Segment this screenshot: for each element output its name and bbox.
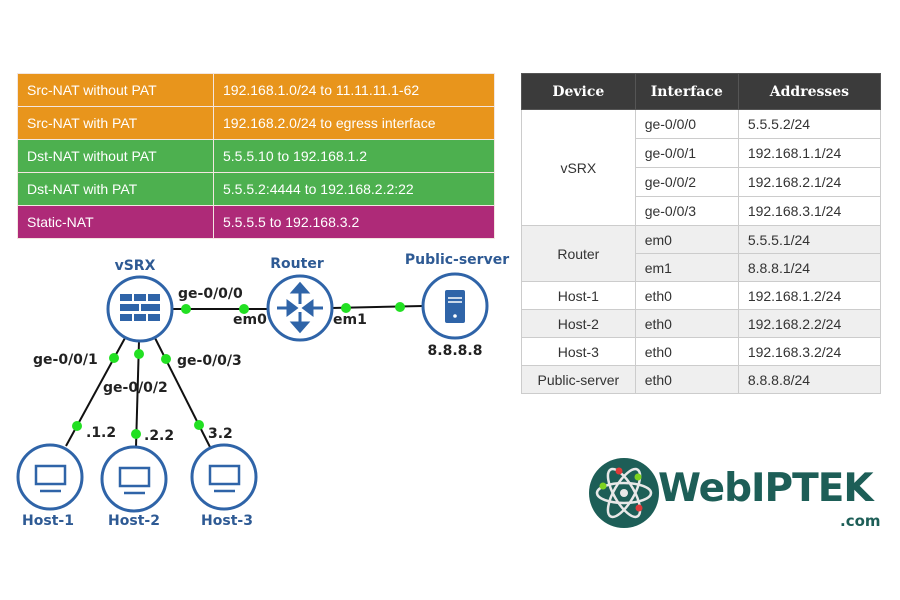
interface-cell: ge-0/0/3 [634,196,739,226]
address-cell: 5.5.5.2/24 [737,109,882,139]
address-cell: 192.168.2.1/24 [737,167,882,197]
port-label: ge-0/0/0 [178,286,243,302]
nat-type-cell: Src-NAT without PAT [17,73,214,107]
address-cell: 8.8.8.8/24 [737,365,882,394]
interface-cell: em1 [634,253,739,282]
interface-cell: eth0 [634,281,739,310]
device-cell: Public-server [521,365,636,394]
vsrx-label: vSRX [115,258,156,274]
server-label: Public-server [405,252,509,268]
brand-logo-text: WebIPTEK [658,466,874,511]
port-label: em0 [233,312,267,328]
header-device: Device [521,73,636,110]
monitor-icon [208,464,241,493]
header-interface: Interface [634,73,739,110]
port-label: ge-0/0/2 [103,380,168,396]
router-node[interactable] [266,274,334,342]
device-cell: vSRX [521,109,636,226]
host1-node[interactable] [16,443,84,511]
nat-mapping-cell: 5.5.5.2:4444 to 192.168.2.2:22 [213,172,495,206]
port-label: em1 [333,312,367,328]
interface-cell: ge-0/0/1 [634,138,739,168]
host1-label: Host-1 [22,513,74,529]
device-cell: Host-2 [521,309,636,338]
header-addresses: Addresses [737,73,882,110]
firewall-icon [120,294,160,321]
nat-mapping-cell: 192.168.2.0/24 to egress interface [213,106,495,140]
monitor-icon [34,464,67,493]
address-cell: 192.168.1.2/24 [737,281,882,310]
interface-cell: eth0 [634,337,739,366]
atom-logo-icon [589,458,659,528]
nat-type-cell: Static-NAT [17,205,214,239]
monitor-icon [118,466,151,495]
vsrx-node[interactable] [106,275,174,343]
host2-label: Host-2 [108,513,160,529]
interface-cell: em0 [634,225,739,254]
server-ip-label: 8.8.8.8 [428,343,483,359]
host3-label: Host-3 [201,513,253,529]
port-label: .1.2 [86,425,116,441]
router-icon [277,281,323,334]
nat-mapping-cell: 5.5.5.10 to 192.168.1.2 [213,139,495,173]
nat-type-cell: Src-NAT with PAT [17,106,214,140]
nat-type-cell: Dst-NAT without PAT [17,139,214,173]
nat-type-cell: Dst-NAT with PAT [17,172,214,206]
server-icon [445,290,465,323]
port-label: ge-0/0/3 [177,353,242,369]
nat-mapping-cell: 192.168.1.0/24 to 11.11.11.1-62 [213,73,495,107]
address-cell: 192.168.3.2/24 [737,337,882,366]
interface-cell: eth0 [634,365,739,394]
nat-mapping-cell: 5.5.5.5 to 192.168.3.2 [213,205,495,239]
router-label: Router [270,256,324,272]
port-dots [72,302,405,439]
brand-domain: .com [840,512,881,530]
interface-cell: eth0 [634,309,739,338]
port-label: 3.2 [208,426,233,442]
address-cell: 192.168.3.1/24 [737,196,882,226]
port-label: .2.2 [144,428,174,444]
device-cell: Host-1 [521,281,636,310]
host3-node[interactable] [190,443,258,511]
port-label: ge-0/0/1 [33,352,98,368]
device-cell: Router [521,225,636,282]
host2-node[interactable] [100,445,168,513]
